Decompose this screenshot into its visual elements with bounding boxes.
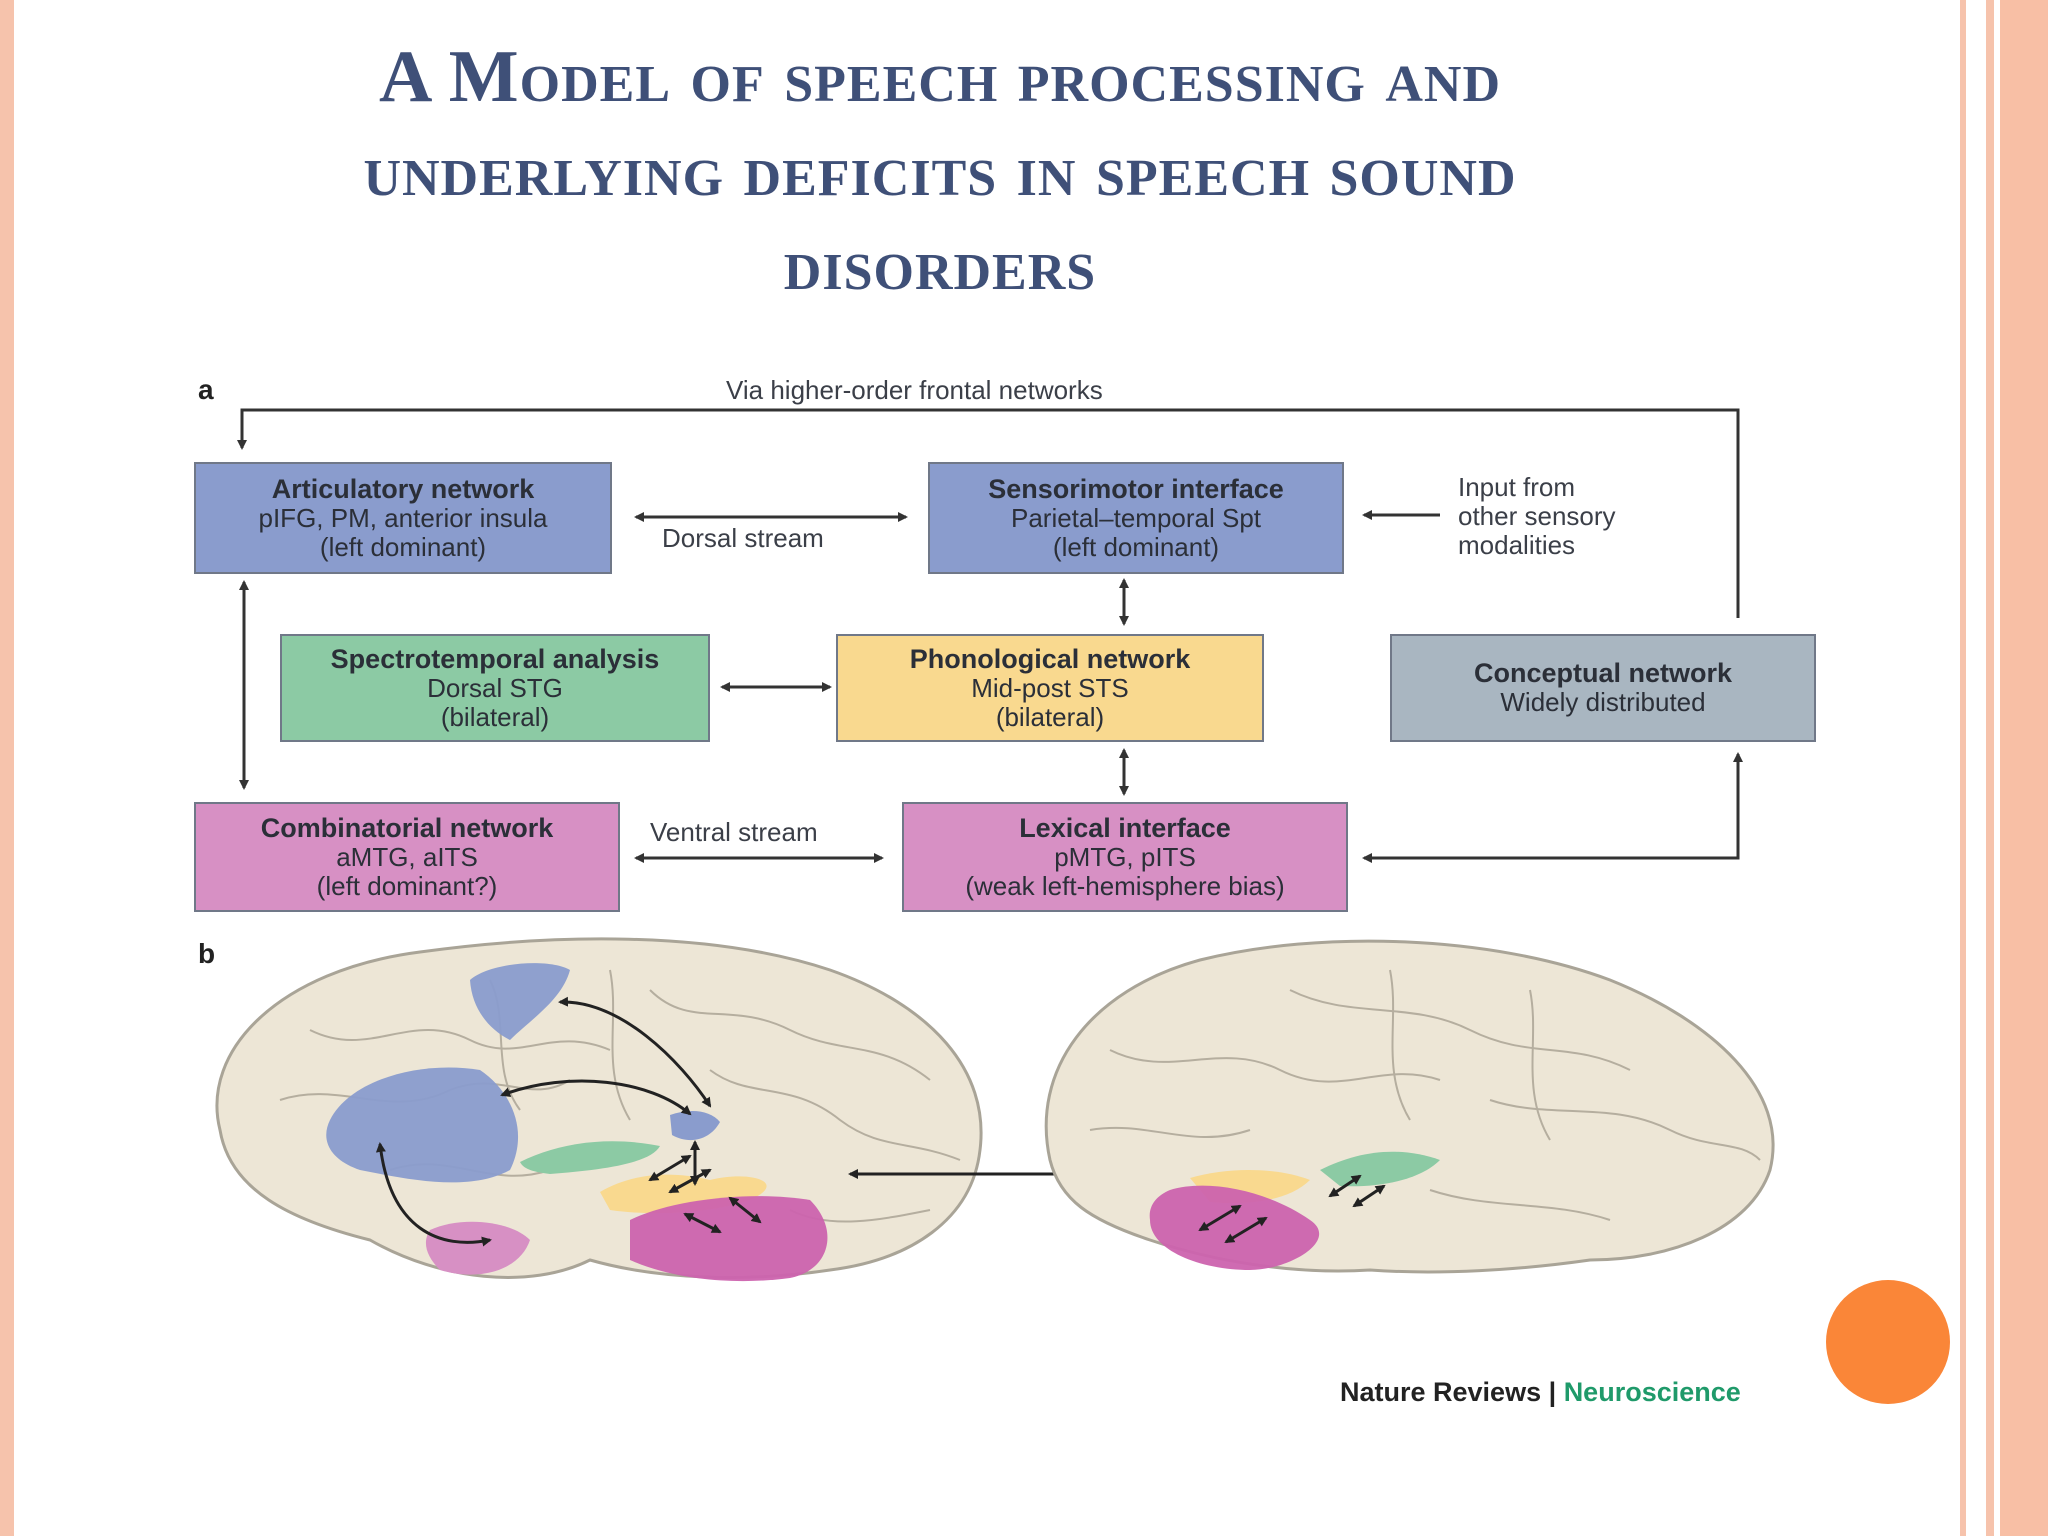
panel-a-label: a	[198, 374, 214, 405]
box-title: Conceptual network	[1473, 658, 1733, 688]
box-line: pIFG, PM, anterior insula	[258, 502, 548, 533]
orange-accent-dot	[1826, 1280, 1950, 1404]
dorsal-stream-label: Dorsal stream	[662, 523, 824, 553]
right-hemisphere	[1044, 939, 1775, 1274]
conceptual-network-box: Conceptual network Widely distributed	[1390, 634, 1816, 742]
panel-b-label: b	[198, 938, 216, 969]
box-line: pMTG, pITS	[1054, 841, 1196, 872]
title-line-1: A Model of speech processing and	[378, 36, 1502, 118]
input-label-line-2: other sensory	[1458, 501, 1616, 531]
title-line-3: disorders	[783, 224, 1097, 306]
credit-section: Neuroscience	[1563, 1377, 1741, 1407]
box-title: Articulatory network	[271, 473, 535, 504]
slide-title: A Model of speech processing and underly…	[150, 30, 1730, 312]
box-line: (bilateral)	[995, 701, 1105, 732]
box-title: Combinatorial network	[260, 812, 554, 843]
figure-credit: Nature Reviews | Neuroscience	[1340, 1377, 1741, 1408]
top-loop-arrow	[237, 408, 1740, 618]
box-title: Sensorimotor interface	[988, 473, 1284, 504]
ventral-stream-label: Ventral stream	[650, 817, 818, 847]
input-label-line-1: Input from	[1458, 472, 1576, 502]
spectrotemporal-analysis-box: Spectrotemporal analysis Dorsal STG (bil…	[280, 634, 710, 742]
box-line: (left dominant?)	[316, 870, 498, 901]
left-hemisphere	[215, 937, 983, 1282]
lexical-conceptual-arrow	[1362, 752, 1743, 863]
top-loop-label: Via higher-order frontal networks	[726, 375, 1103, 405]
box-line: (weak left-hemisphere bias)	[965, 870, 1285, 901]
input-label: Input from other sensory modalities	[1458, 473, 1616, 560]
right-border-stripes	[1960, 0, 2048, 1536]
input-label-line-3: modalities	[1458, 530, 1576, 560]
credit-journal: Nature Reviews	[1340, 1377, 1542, 1407]
lexical-interface-box: Lexical interface pMTG, pITS (weak left-…	[902, 802, 1348, 912]
box-line: Mid-post STS	[971, 672, 1129, 703]
box-line: Dorsal STG	[427, 672, 563, 703]
brain-illustration	[215, 937, 1775, 1282]
box-title: Spectrotemporal analysis	[330, 643, 660, 674]
credit-separator: |	[1548, 1377, 1557, 1407]
box-title: Phonological network	[909, 643, 1191, 674]
combinatorial-network-box: Combinatorial network aMTG, aITS (left d…	[194, 802, 620, 912]
box-line: (left dominant)	[319, 531, 487, 562]
phonological-network-box: Phonological network Mid-post STS (bilat…	[836, 634, 1264, 742]
box-line: (left dominant)	[1052, 531, 1220, 562]
title-line-2: underlying deficits in speech sound	[363, 130, 1517, 212]
box-line: Parietal–temporal Spt	[1010, 502, 1262, 533]
box-line: (bilateral)	[440, 701, 550, 732]
articulatory-network-box: Articulatory network pIFG, PM, anterior …	[194, 462, 612, 574]
sensorimotor-interface-box: Sensorimotor interface Parietal–temporal…	[928, 462, 1344, 574]
box-line: aMTG, aITS	[336, 841, 478, 872]
left-border-stripe	[0, 0, 14, 1536]
box-title: Lexical interface	[1019, 812, 1231, 843]
box-line: Widely distributed	[1500, 687, 1706, 717]
